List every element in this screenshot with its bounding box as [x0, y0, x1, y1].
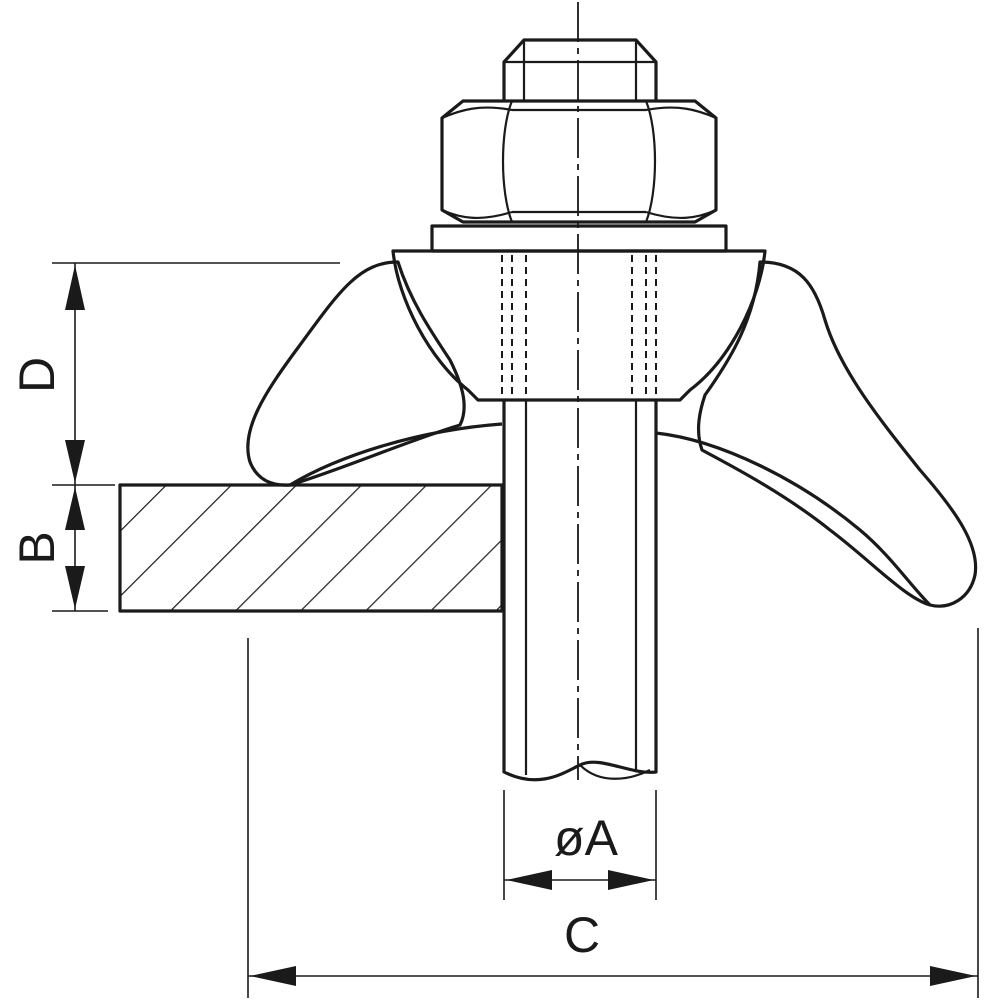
dimension-a-label: øA	[554, 810, 619, 866]
handle-left-arm	[246, 260, 466, 487]
flat-washer	[430, 224, 728, 253]
dimension-b-label: B	[9, 531, 65, 564]
dimension-c-label: C	[564, 907, 600, 963]
handle-underside-curve-right	[655, 431, 932, 607]
stud-hidden-lines	[501, 255, 657, 398]
dimension-d	[52, 262, 340, 486]
handle-right-arm	[696, 260, 978, 608]
dimension-b	[52, 485, 108, 612]
dimension-a	[503, 790, 657, 900]
workpiece-plate	[118, 483, 504, 613]
handle-underside-curve	[289, 422, 503, 487]
dimension-c	[247, 628, 979, 998]
hex-nut	[440, 99, 718, 224]
spherical-washer	[391, 249, 767, 402]
dimension-d-label: D	[9, 357, 65, 393]
stud-shank	[502, 400, 658, 782]
stud-top	[502, 38, 658, 101]
